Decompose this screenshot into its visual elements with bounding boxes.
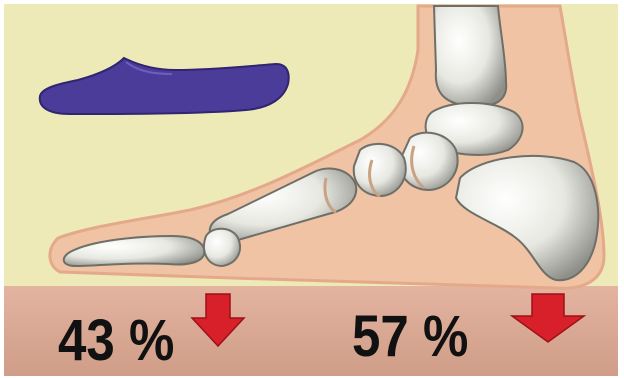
forefoot-load-percentage: 43 %: [58, 312, 174, 370]
ballet-flat-shoe-icon: [40, 58, 289, 114]
heel-load-percentage: 57 %: [352, 308, 468, 366]
cuneiform-bone: [354, 144, 406, 196]
tibia-bone: [434, 6, 506, 106]
proximal-phalanx-bone: [204, 229, 240, 266]
navicular-bone: [400, 133, 458, 190]
